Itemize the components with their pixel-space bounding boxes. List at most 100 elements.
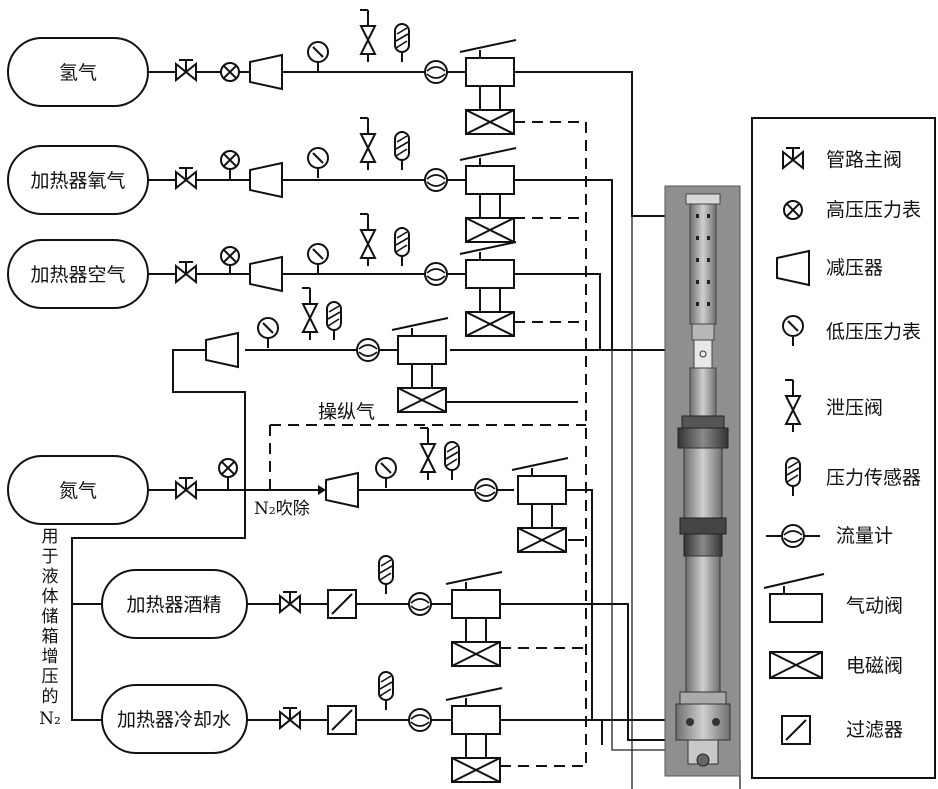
relief-valve-icon[interactable]	[301, 287, 318, 341]
pressure-sensor-icon	[326, 301, 342, 341]
source-heater-air: 加热器空气	[7, 239, 149, 309]
svg-text:过滤器: 过滤器	[846, 719, 903, 741]
tank-pressurization-n2-label: 用 于 液 体 储 箱 增 压 的 N₂	[39, 527, 61, 729]
air-row-components	[175, 213, 517, 337]
pneumatic-solenoid-valve-icon[interactable]	[459, 241, 517, 337]
pneumatic-solenoid-valve-icon[interactable]	[391, 317, 449, 413]
svg-text:气动阀: 气动阀	[846, 595, 903, 617]
high-pressure-gauge-icon	[218, 458, 238, 478]
svg-text:增: 增	[42, 647, 59, 667]
low-pressure-gauge-icon	[307, 243, 329, 275]
svg-text:加热器氧气: 加热器氧气	[30, 170, 125, 192]
filter-icon	[327, 705, 357, 735]
svg-text:体: 体	[42, 587, 59, 607]
pneumatic-solenoid-valve-icon[interactable]	[511, 457, 569, 553]
control-gas-label: 操纵气	[318, 401, 375, 423]
pneumatic-solenoid-valve-icon[interactable]	[445, 687, 503, 783]
svg-text:的: 的	[42, 687, 59, 707]
source-hydrogen: 氢气	[7, 37, 149, 107]
source-nitrogen: 氮气	[7, 455, 149, 525]
pipelines	[71, 71, 741, 789]
pressure-sensor-icon	[378, 555, 394, 595]
svg-text:N₂: N₂	[39, 709, 61, 729]
pressure-sensor-icon	[394, 131, 410, 171]
svg-text:加热器冷却水: 加热器冷却水	[117, 709, 231, 731]
svg-text:减压器: 减压器	[826, 257, 883, 279]
pressure-sensor-icon	[394, 227, 410, 267]
engine-assembly-image	[664, 185, 741, 777]
n2-purge-label: N₂吹除	[254, 499, 310, 519]
svg-text:储: 储	[42, 607, 59, 627]
flow-meter-icon	[424, 262, 448, 286]
svg-text:箱: 箱	[42, 627, 59, 647]
low-pressure-gauge-icon	[307, 147, 329, 179]
main-valve-icon[interactable]	[175, 167, 197, 189]
legend-item-filter: 过滤器	[781, 715, 903, 745]
svg-text:液: 液	[42, 567, 59, 587]
svg-text:电磁阀: 电磁阀	[846, 655, 903, 677]
high-pressure-gauge-icon	[220, 62, 240, 82]
legend-item-pneumatic-valve: 气动阀	[763, 573, 903, 623]
low-pressure-gauge-icon	[307, 41, 329, 73]
low-pressure-gauge-icon	[257, 317, 279, 349]
svg-text:泄压阀: 泄压阀	[826, 397, 883, 419]
main-valve-icon[interactable]	[175, 59, 197, 81]
relief-valve-icon[interactable]	[359, 9, 376, 63]
pressure-sensor-icon	[444, 441, 460, 481]
legend-item-pressure-reducer: 减压器	[776, 250, 883, 286]
svg-text:加热器空气: 加热器空气	[30, 264, 125, 286]
legend-item-high-pressure-gauge: 高压压力表	[783, 199, 921, 221]
svg-text:氮气: 氮气	[59, 480, 97, 502]
control-gas-dashed-lines	[269, 121, 587, 767]
nitrogen-row-components	[175, 427, 569, 553]
svg-text:于: 于	[42, 547, 59, 567]
legend-item-low-pressure-gauge: 低压压力表	[782, 315, 921, 347]
legend-item-solenoid-valve: 电磁阀	[769, 651, 903, 679]
main-valve-icon[interactable]	[279, 591, 301, 613]
svg-text:流量计: 流量计	[836, 525, 893, 547]
main-valve-icon[interactable]	[279, 707, 301, 729]
legend-item-main-valve: 管路主阀	[782, 147, 902, 171]
pressure-reducer-icon[interactable]	[249, 256, 283, 292]
cooling-water-row-components	[279, 671, 503, 783]
flow-meter-icon	[474, 478, 498, 502]
svg-text:用: 用	[42, 527, 59, 547]
svg-text:压: 压	[42, 667, 59, 687]
flow-meter-icon	[356, 338, 380, 362]
pneumatic-solenoid-valve-icon[interactable]	[459, 147, 517, 243]
relief-valve-icon[interactable]	[359, 213, 376, 267]
svg-text:压力传感器: 压力传感器	[826, 467, 921, 489]
pressure-reducer-icon[interactable]	[249, 54, 283, 90]
flow-meter-icon	[424, 168, 448, 192]
relief-valve-icon[interactable]	[419, 427, 436, 481]
relief-valve-icon[interactable]	[359, 117, 376, 171]
pressure-reducer-icon[interactable]	[325, 472, 359, 508]
pneumatic-solenoid-valve-icon[interactable]	[459, 39, 517, 135]
high-pressure-gauge-icon	[220, 246, 240, 266]
high-pressure-gauge-icon	[220, 150, 240, 170]
source-heater-alcohol: 加热器酒精	[101, 569, 248, 639]
svg-text:低压压力表: 低压压力表	[826, 321, 921, 343]
svg-text:高压压力表: 高压压力表	[826, 199, 921, 221]
pressure-sensor-icon	[394, 23, 410, 63]
pressure-reducer-icon[interactable]	[205, 332, 239, 368]
filter-icon	[327, 589, 357, 619]
legend-item-relief-valve: 泄压阀	[784, 379, 883, 433]
legend-item-flow-meter: 流量计	[766, 524, 893, 548]
flow-meter-icon	[424, 60, 448, 84]
svg-text:氢气: 氢气	[59, 62, 97, 84]
flow-meter-icon	[408, 592, 432, 616]
legend-item-pressure-sensor: 压力传感器	[785, 457, 921, 497]
oxygen-row-components	[175, 117, 517, 243]
pneumatic-solenoid-valve-icon[interactable]	[445, 571, 503, 667]
source-heater-oxygen: 加热器氧气	[7, 145, 149, 215]
source-heater-cooling-water: 加热器冷却水	[101, 684, 248, 754]
alcohol-row-components	[279, 555, 503, 667]
pressure-reducer-icon[interactable]	[249, 162, 283, 198]
low-pressure-gauge-icon	[375, 457, 397, 489]
main-valve-icon[interactable]	[175, 261, 197, 283]
svg-text:管路主阀: 管路主阀	[826, 149, 902, 171]
svg-text:加热器酒精: 加热器酒精	[126, 594, 221, 616]
main-valve-icon[interactable]	[175, 477, 197, 499]
